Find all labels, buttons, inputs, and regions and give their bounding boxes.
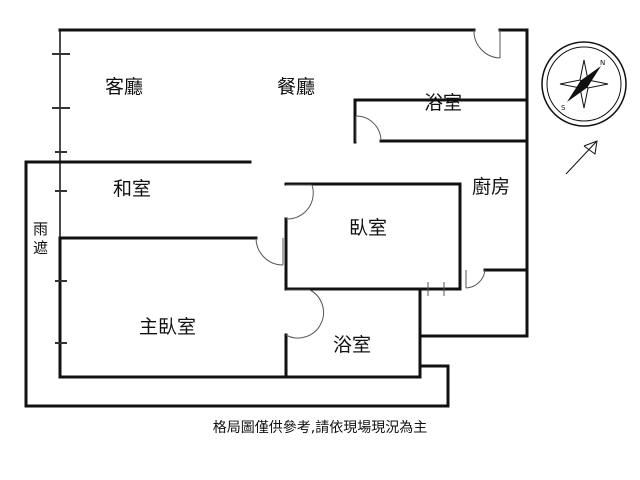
room-bathroom-top: 浴室 bbox=[424, 92, 463, 114]
room-master-bedroom: 主臥室 bbox=[139, 316, 197, 338]
windows bbox=[52, 53, 70, 344]
room-living-room: 客廳 bbox=[105, 76, 144, 98]
arrow-icon bbox=[565, 140, 598, 175]
compass-north: N bbox=[600, 59, 605, 67]
disclaimer: 格局圖僅供參考,請依現場現況為主 bbox=[212, 420, 428, 436]
canopy-label: 雨遮 bbox=[33, 220, 49, 257]
room-bedroom: 臥室 bbox=[349, 217, 388, 239]
compass-south: S bbox=[561, 104, 566, 112]
room-dining-room: 餐廳 bbox=[277, 76, 316, 98]
compass-icon: N S bbox=[541, 41, 627, 127]
doors bbox=[255, 29, 501, 339]
walls bbox=[24, 28, 529, 408]
room-bathroom-bottom: 浴室 bbox=[333, 334, 372, 356]
room-kitchen: 廚房 bbox=[472, 176, 511, 198]
room-tatami-room: 和室 bbox=[113, 178, 152, 200]
